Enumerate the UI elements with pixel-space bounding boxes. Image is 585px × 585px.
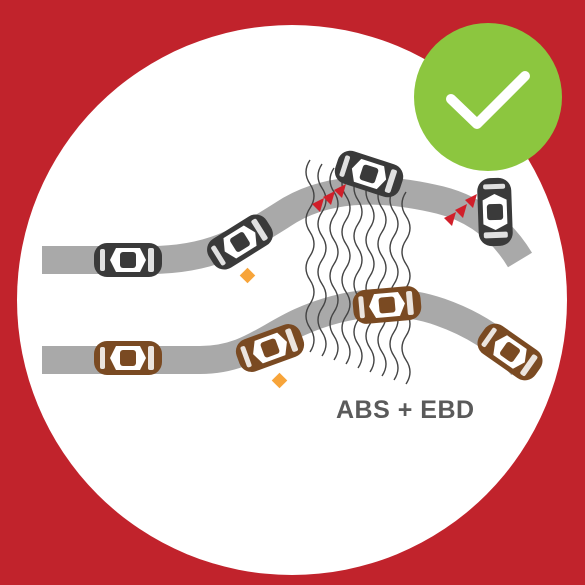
warning-marker: [239, 267, 256, 284]
car-icon: [94, 341, 162, 375]
car-icon: [476, 177, 514, 247]
skid-arrows: [312, 184, 477, 226]
caption-abs-ebd: ABS + EBD: [336, 396, 475, 424]
background-circle: [17, 25, 567, 575]
check-icon: [446, 71, 530, 129]
car-icon: [94, 243, 162, 277]
check-badge: [414, 23, 562, 171]
car-icon: [351, 285, 423, 325]
